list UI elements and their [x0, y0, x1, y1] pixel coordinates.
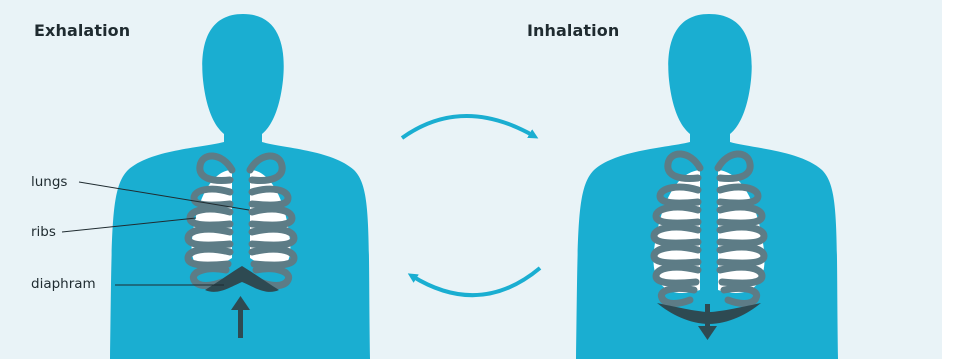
- ribs-label: ribs: [31, 224, 56, 240]
- inhalation-figure: [576, 14, 838, 359]
- lungs-label: lungs: [31, 174, 67, 190]
- curved-arrow-right-icon: [402, 116, 534, 138]
- curved-arrow-left-icon: [412, 268, 540, 295]
- exhalation-title: Exhalation: [34, 21, 130, 40]
- diaphragm-label: diaphram: [31, 276, 96, 292]
- exhalation-figure: [62, 14, 370, 359]
- inhalation-title: Inhalation: [527, 21, 619, 40]
